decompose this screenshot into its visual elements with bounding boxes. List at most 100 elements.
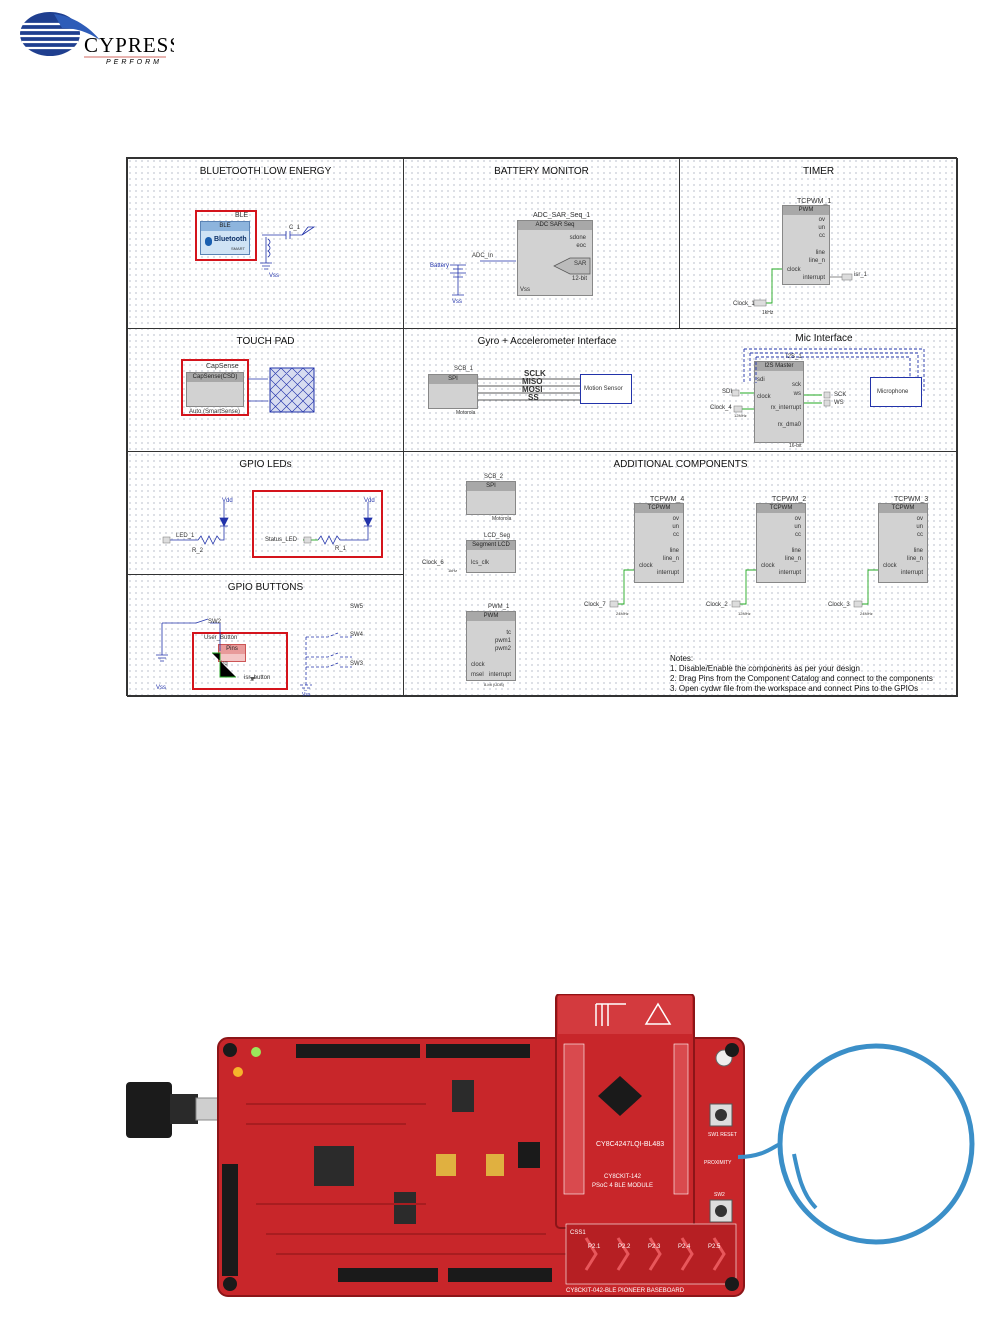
- tcpwm-header: TCPWM: [757, 504, 805, 513]
- sw-gnd: Vss: [302, 692, 311, 698]
- led1-vdd: Vdd: [222, 498, 233, 504]
- switch-label: SW2: [714, 1192, 725, 1198]
- status-led-resistor: R_1: [335, 546, 347, 552]
- panel-ble: BLUETOOTH LOW ENERGY BLE BLE Bluetooth S…: [127, 158, 404, 329]
- user-button-highlight: [192, 632, 288, 690]
- sar-label: SAR: [574, 261, 587, 267]
- battery-circuit: [450, 260, 516, 296]
- panel-buttons: GPIO BUTTONS User_Button Pins irq isr_bu…: [127, 574, 404, 698]
- lcd-instance: LCD_Seg: [484, 533, 511, 539]
- pins-header: Pins: [219, 645, 245, 654]
- user-button-label: User_Button: [204, 635, 238, 641]
- sw5-label: SW5: [350, 604, 364, 610]
- adc-input-label: ADC_In: [472, 253, 494, 259]
- module-sub2: PSoC 4 BLE MODULE: [592, 1183, 653, 1189]
- battery-label: Battery: [430, 263, 450, 269]
- ble-highlight: [195, 210, 257, 261]
- i2s-component[interactable]: I2S Master sdi sck ws clock rx_interrupt…: [754, 361, 804, 443]
- timer-pin: interrupt: [802, 275, 825, 281]
- baseboard-label: CY8CKIT-042-BLE PIONEER BASEBOARD: [566, 1288, 685, 1294]
- tcpwm-pin: ov: [672, 516, 679, 522]
- tcpwm-pin: interrupt: [778, 570, 801, 576]
- timer-pin: ov: [818, 217, 825, 223]
- scb2-instance: SCB_2: [484, 474, 504, 480]
- panel-battery: BATTERY MONITOR ADC_SAR_Seq_1 ADC SAR Se…: [403, 158, 680, 329]
- isr-button-label: isr_button: [244, 675, 271, 681]
- timer-tcpwm-component[interactable]: PWM ov un cc line line_n clock interrupt: [782, 205, 830, 285]
- timer-clock-freq: 1kHz: [762, 310, 774, 316]
- pad-label: P2.4: [678, 1244, 691, 1250]
- i2s-pin: rx_dma0: [777, 422, 801, 428]
- cypress-logo: CYPRESS PERFORM: [20, 12, 174, 66]
- ble-header: BLE: [201, 222, 249, 231]
- tcpwm-clock-label: Clock_2: [706, 602, 728, 608]
- bluetooth-icon: [205, 237, 212, 246]
- touch-pad-pattern: [248, 367, 315, 413]
- tcpwm-pin: line: [791, 548, 801, 554]
- logo-globe-icon: [20, 12, 100, 56]
- lcd-component[interactable]: Segment LCD lcs_clk: [466, 540, 516, 573]
- tcpwm-clock-pin: clock: [639, 563, 653, 569]
- sw4-label: SW4: [350, 632, 364, 638]
- spi-instance: SCB_1: [454, 366, 474, 372]
- notes-line: Notes:: [670, 654, 694, 663]
- tcpwm-clock-wire: [731, 569, 756, 608]
- pad-label: P2.1: [588, 1244, 601, 1250]
- switch-label: SW1 RESET: [708, 1132, 737, 1138]
- timer-instance: TCPWM_1: [797, 198, 832, 205]
- adc-bits: 12-bit: [572, 276, 588, 282]
- timer-clock-pin: clock: [787, 267, 801, 273]
- panel-interfaces: Gyro + Accelerometer Interface Mic Inter…: [403, 328, 958, 452]
- battery-gnd: Vss: [452, 299, 463, 305]
- ble-component[interactable]: BLE Bluetooth SMART: [200, 221, 250, 255]
- tcpwm-pin: un: [672, 524, 679, 530]
- scb2-component[interactable]: SPI: [466, 481, 516, 515]
- i2s-header: I2S Master: [755, 362, 803, 371]
- panel-touch: TOUCH PAD CapSense CapSense(CSD) Auto (S…: [127, 328, 404, 452]
- panel-title: BATTERY MONITOR: [494, 166, 589, 177]
- notes-line: 2. Drag Pins from the Component Catalog …: [670, 674, 933, 683]
- tcpwm-pin: ov: [794, 516, 801, 522]
- i2s-foot: 16-bit: [789, 443, 802, 449]
- tcpwm-instance: TCPWM_2: [772, 496, 807, 503]
- module-sub: CY8CKIT-142: [604, 1174, 642, 1180]
- panel-leds: GPIO LEDs LED_1 R_2 Vdd Status_LED R_1 V…: [127, 451, 404, 575]
- adc-sar-component[interactable]: ADC SAR Seq sdone eoc SAR 12-bit Vss: [517, 220, 593, 296]
- mic-out2: WS: [834, 400, 844, 406]
- tcpwm-clock-label: Clock_7: [584, 602, 606, 608]
- tcpwm-clock-freq: 24MHz: [616, 611, 629, 616]
- irq-label: irq: [221, 661, 228, 667]
- tcpwm-clock-wire: [609, 569, 634, 608]
- pwm-component[interactable]: PWM tc pwm1 pwm2 clock msel interrupt: [466, 611, 516, 681]
- motion-sensor-box: Motion Sensor: [580, 374, 632, 404]
- ble-instance: BLE: [235, 212, 249, 219]
- lcd-header: Segment LCD: [467, 541, 515, 550]
- panel-title: Mic Interface: [795, 333, 853, 344]
- spi-signal: MOSI: [522, 385, 543, 394]
- user-button-pins[interactable]: Pins: [218, 644, 246, 662]
- sar-symbol: [553, 257, 591, 275]
- led1-resistor: R_2: [192, 548, 204, 554]
- panel-title: Gyro + Accelerometer Interface: [477, 336, 617, 347]
- capsense-component[interactable]: CapSense(CSD) Auto (SmartSense): [186, 372, 244, 415]
- capsense-header: CapSense(CSD): [187, 373, 243, 382]
- pwm-foot: 8-bit (UDB): [484, 682, 505, 687]
- proximity-loop-wire: [737, 1043, 975, 1245]
- notes-line: 3. Open cydwr file from the workspace an…: [670, 684, 919, 693]
- i2s-sdi-pin: sdi: [757, 377, 765, 383]
- adc-vref: Vss: [520, 287, 531, 293]
- tcpwm-pin: un: [916, 524, 923, 530]
- panel-title: TOUCH PAD: [236, 336, 295, 347]
- timer-pin: line: [815, 250, 825, 256]
- spi-component[interactable]: SPI: [428, 374, 478, 409]
- lcd-clock-freq: 1kHz: [448, 568, 458, 573]
- pwm-interrupt-pin: interrupt: [488, 672, 511, 678]
- scb2-footer: Motorola: [492, 516, 512, 522]
- timer-wiring: [753, 268, 853, 307]
- timer-pin: un: [818, 225, 825, 231]
- pad-label: P2.3: [648, 1244, 661, 1250]
- adc-instance: ADC_SAR_Seq_1: [533, 212, 591, 219]
